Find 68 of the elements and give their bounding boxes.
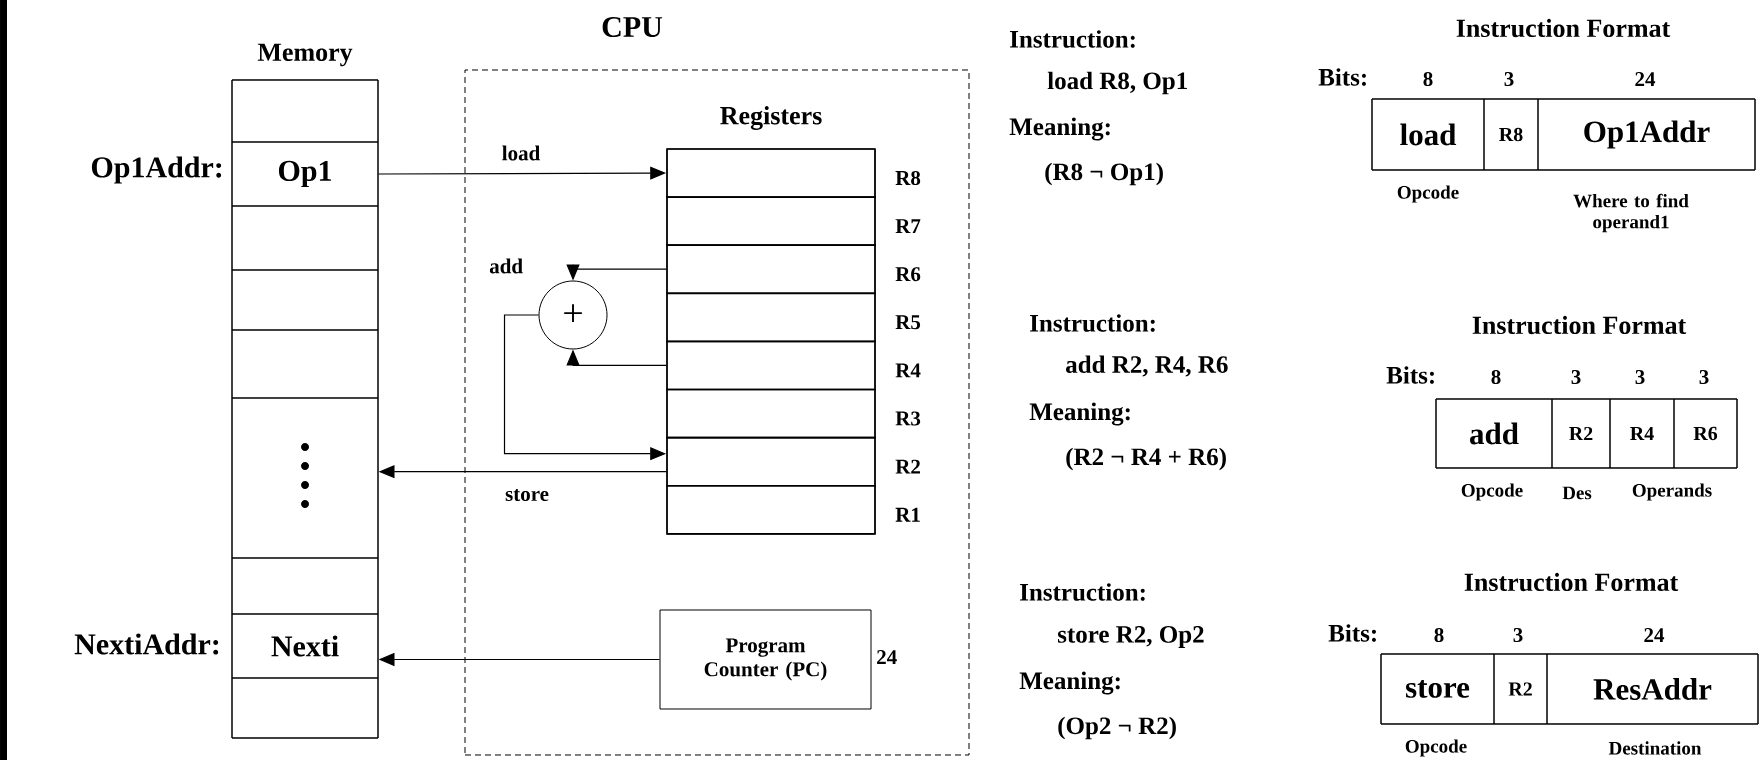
field-cell: R6 [1673,398,1738,469]
operation-label: add [489,258,523,274]
field-caption: Opcode [1397,185,1459,203]
bit-count: 3 [1504,71,1514,87]
memory-cell [231,205,379,271]
bits-label: Bits: [1328,624,1376,642]
instruction-text: (R2 ¬ R4 + R6) [1066,447,1226,471]
bit-count: 8 [1434,627,1444,643]
bits-label: Bits: [1386,366,1434,384]
field-caption: Operands [1632,483,1712,501]
program-counter-box: Program Counter (PC) [659,609,872,710]
node-label: Instruction Format [1464,572,1679,592]
memory-cell [231,329,379,399]
node-label: Memory [257,43,353,67]
register-label: R3 [895,411,921,426]
instruction-text: load R8, Op1 [1047,71,1187,95]
instruction-text: Meaning: [1009,117,1110,141]
register-label: R5 [895,315,921,330]
register-label: R6 [895,267,921,282]
instruction-text: add R2, R4, R6 [1066,355,1228,377]
field-cell: store [1380,653,1495,725]
register-label: R8 [895,170,921,186]
register-label: R7 [895,219,921,233]
node-label: Registers [720,106,822,130]
field-cell: load [1371,98,1485,171]
bit-count: 3 [1571,369,1581,385]
instruction-text: Instruction: [1030,314,1155,332]
register-label: R2 [895,459,920,474]
field-cell: R8 [1483,98,1539,171]
field-caption: Opcode [1405,739,1467,757]
bit-count: 3 [1513,627,1523,643]
bit-count: 3 [1635,369,1645,385]
bit-count: 8 [1423,71,1433,87]
node-label: Instruction Format [1472,315,1687,335]
address-label: NextiAddr: [74,633,219,655]
memory-cell [231,677,379,739]
instruction-text: (R8 ¬ Op1) [1045,162,1163,186]
width-label: 24 [877,650,897,664]
register-label: R1 [895,507,920,522]
field-cell: R2 [1551,398,1611,469]
instruction-text: Meaning: [1019,671,1120,695]
memory-cell: Nexti [231,613,379,679]
instruction-text: store R2, Op2 [1057,626,1204,648]
field-cell: R4 [1609,398,1675,469]
instruction-text: (Op2 ¬ R2) [1058,716,1176,740]
bits-label: Bits: [1318,68,1366,86]
node-label: CPU [602,16,663,38]
register-label: R4 [895,363,921,378]
edge-label: store [504,488,550,502]
edge-label: load [500,144,542,162]
memory-cell [231,557,379,615]
bit-count: 3 [1699,369,1709,385]
field-caption: Opcode [1461,483,1523,501]
field-caption: Des [1562,486,1592,500]
field-cell: R2 [1493,653,1548,725]
field-cell: add [1435,398,1553,469]
bit-count: 8 [1491,369,1501,385]
memory-cell: Op1 [231,141,379,207]
memory-cell [231,79,379,143]
field-caption: Where to find operand1 [1573,193,1689,233]
instruction-text: Meaning: [1029,402,1130,426]
field-cell: Op1Addr [1537,98,1756,171]
address-label: Op1Addr: [91,156,222,184]
field-cell: ResAddr [1546,653,1759,725]
instruction-text: Instruction: [1020,583,1145,601]
instruction-text: Instruction: [1010,30,1135,48]
memory-cell [231,269,379,331]
node-label: Instruction Format [1456,18,1671,38]
